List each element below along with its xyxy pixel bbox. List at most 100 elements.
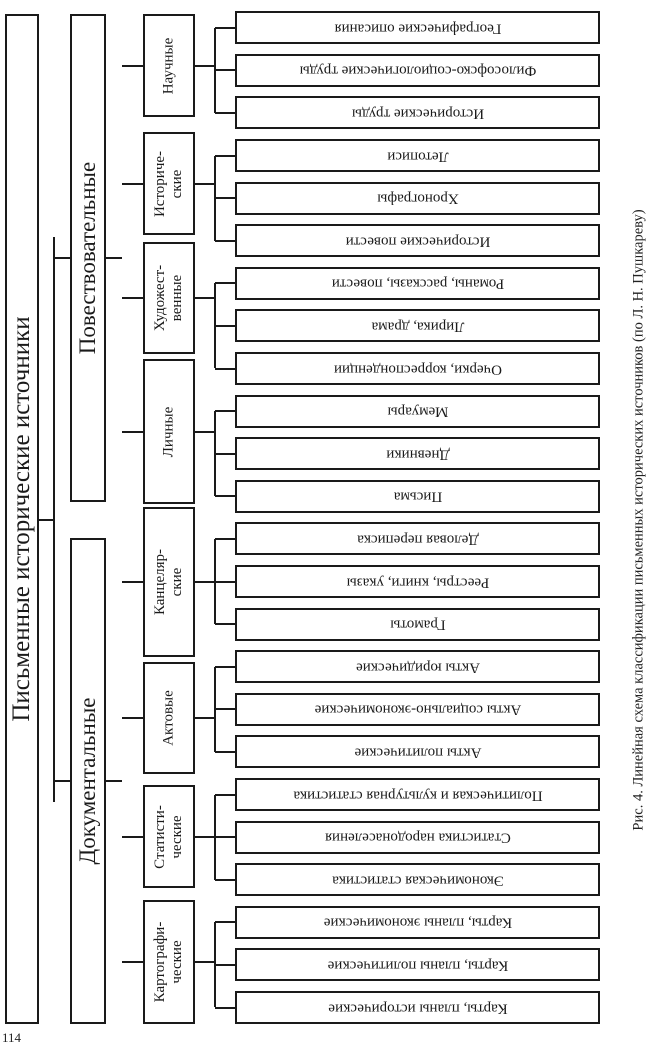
- item-connector: [215, 537, 235, 540]
- item-box: Акты политические: [235, 735, 600, 769]
- group-box: Личные: [143, 359, 195, 504]
- item-connector: [215, 410, 235, 413]
- item-box: Исторические повести: [235, 224, 600, 258]
- item-label: Очерки, корреспонденции: [333, 361, 502, 377]
- group-label: Личные: [160, 406, 177, 457]
- group-box: Художест-венные: [143, 242, 195, 354]
- item-label: Грамоты: [389, 616, 446, 633]
- item-box: Карты, планы экономические: [235, 905, 600, 939]
- item-label: Дневники: [385, 446, 450, 463]
- group-item-connector: [195, 430, 215, 433]
- item-connector: [215, 26, 235, 29]
- item-box: Акты социально-экономические: [235, 692, 600, 726]
- item-box: Географические описания: [235, 11, 600, 45]
- item-connector: [215, 580, 235, 583]
- item-box: Очерки, корреспонденции: [235, 352, 600, 385]
- item-box: Грамоты: [235, 607, 600, 641]
- group-box: Канцеляр-ские: [143, 507, 195, 657]
- level1-label: Повествовательные: [75, 161, 101, 355]
- group-connector: [122, 961, 143, 963]
- item-box: Акты юридические: [235, 650, 600, 684]
- group-label: Канцеляр-ские: [152, 548, 185, 616]
- item-label: Экономическая статистика: [331, 872, 504, 889]
- group-connector: [122, 835, 143, 838]
- item-connector: [215, 452, 235, 455]
- item-label: Карты, планы политические: [327, 957, 508, 974]
- group-box: Картографи-ческие: [143, 900, 195, 1024]
- group-label: Статисти-ческие: [152, 804, 185, 869]
- item-connector: [215, 367, 235, 370]
- item-label: Летописи: [386, 148, 449, 164]
- item-label: Лирика, драма: [371, 318, 464, 335]
- item-label: Статистика народонаселения: [324, 829, 511, 846]
- item-connector: [215, 921, 235, 924]
- group-label: Художест-венные: [152, 264, 185, 332]
- item-connector: [215, 495, 235, 498]
- item-box: Лирика, драма: [235, 309, 600, 343]
- page-number: 114: [2, 1030, 22, 1045]
- group-box: Историче-ские: [143, 132, 195, 235]
- item-box: Философско-социологические труды: [235, 53, 600, 87]
- item-label: Исторические труды: [351, 105, 484, 122]
- item-box: Реестры, книги, указы: [235, 565, 600, 598]
- item-connector: [215, 750, 235, 753]
- group-box: Научные: [143, 14, 195, 117]
- group-label: Актовые: [160, 690, 177, 746]
- level1-label: Документальные: [75, 697, 101, 865]
- item-label: Философско-социологические труды: [299, 62, 536, 79]
- item-box: Статистика народонаселения: [235, 820, 600, 854]
- group-item-connector: [195, 835, 215, 838]
- item-label: Деловая переписка: [356, 531, 479, 548]
- group-item-connector: [195, 182, 215, 185]
- level1-box: Документальные: [70, 538, 106, 1024]
- group-item-connector: [195, 581, 215, 583]
- group-label: Картографи-ческие: [152, 921, 185, 1003]
- group-label: Историче-ские: [152, 150, 185, 217]
- group-box: Актовые: [143, 662, 195, 774]
- root-connector: [39, 519, 54, 521]
- item-label: Акты социально-экономические: [314, 701, 521, 718]
- item-box: Романы, рассказы, повести: [235, 266, 600, 300]
- item-connector: [215, 324, 235, 327]
- item-box: Политическая и культурная статистика: [235, 778, 600, 811]
- level1-connector: [54, 257, 70, 259]
- figure-caption: Рис. 4. Линейная схема классификации пис…: [630, 209, 647, 831]
- item-connector: [215, 69, 235, 72]
- item-label: Реестры, книги, указы: [346, 574, 489, 590]
- group-connector: [122, 581, 143, 583]
- group-box: Статисти-ческие: [143, 785, 195, 888]
- item-connector: [215, 197, 235, 200]
- item-connector: [215, 878, 235, 881]
- group-connector: [122, 297, 143, 299]
- item-connector: [215, 665, 235, 668]
- item-connector: [215, 154, 235, 157]
- item-label: Акты юридические: [355, 659, 480, 676]
- item-label: Романы, рассказы, повести: [331, 275, 504, 292]
- group-connector: [122, 717, 143, 719]
- item-label: Исторические повести: [345, 233, 490, 250]
- item-box: Экономическая статистика: [235, 863, 600, 897]
- item-connector: [215, 836, 235, 839]
- item-box: Карты, планы исторические: [235, 991, 600, 1024]
- item-label: Политическая и культурная статистика: [292, 787, 543, 803]
- item-connector: [215, 708, 235, 711]
- item-label: Письма: [393, 488, 442, 505]
- item-box: Карты, планы политические: [235, 948, 600, 982]
- item-connector: [215, 793, 235, 796]
- level1-connector: [54, 780, 70, 782]
- level1-group-connector: [106, 257, 122, 259]
- item-label: Карты, планы исторические: [327, 1000, 508, 1016]
- item-box: Деловая переписка: [235, 522, 600, 556]
- item-box: Мемуары: [235, 394, 600, 428]
- item-connector: [215, 963, 235, 966]
- item-box: Летописи: [235, 139, 600, 172]
- root-label: Письменные исторические источники: [8, 316, 35, 722]
- item-label: Карты, планы экономические: [323, 914, 512, 931]
- item-box: Письма: [235, 479, 600, 513]
- group-connector: [122, 430, 143, 433]
- level1-box: Повествовательные: [70, 14, 106, 502]
- item-connector: [215, 111, 235, 114]
- item-box: Дневники: [235, 437, 600, 471]
- item-connector: [215, 239, 235, 242]
- group-item-connector: [195, 961, 215, 963]
